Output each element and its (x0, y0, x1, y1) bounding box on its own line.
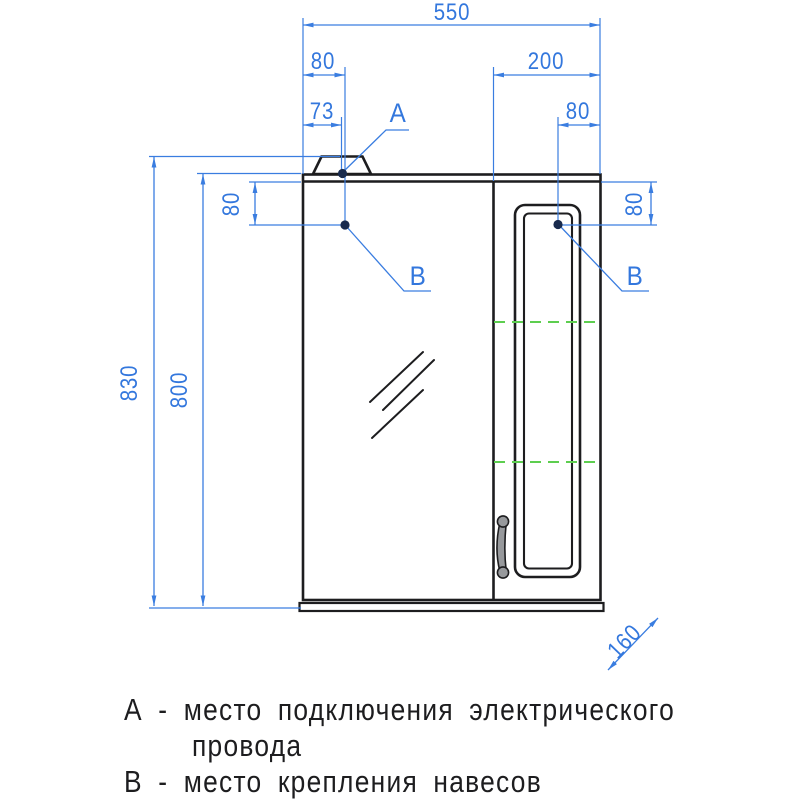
dim-text-830: 830 (116, 364, 143, 402)
point-b-left-dot (340, 220, 350, 230)
door-handle (496, 515, 510, 579)
dim-text-80-top-left: 80 (310, 48, 336, 75)
extension-lines (149, 18, 657, 609)
legend-line-b: В - место крепления навесов (124, 764, 543, 799)
legend-line-a-wrap: провода (192, 728, 303, 763)
leader-lines (342, 129, 649, 292)
callout-b-left-label: В (409, 261, 427, 291)
leader-a (342, 129, 409, 173)
legend: А - место подключения электрического про… (124, 692, 675, 800)
dim-text-800: 800 (166, 371, 193, 409)
bottom-trim (298, 601, 605, 613)
dim-line-160-depth (607, 617, 659, 671)
dim-text-80-side-right: 80 (621, 191, 648, 217)
leader-b-left (345, 225, 431, 292)
mount-point-dots (337, 168, 563, 230)
point-b-right-dot (553, 219, 563, 230)
dim-text-550: 550 (433, 0, 471, 26)
door-panel-inner (522, 212, 574, 570)
door-panel-outer (513, 203, 582, 579)
dim-text-80-top-right: 80 (565, 98, 591, 125)
cabinet-front-view (298, 155, 605, 613)
handle-knob-top (496, 515, 510, 528)
callout-a-label: А (389, 98, 407, 128)
handle-knob-bottom (496, 566, 510, 579)
dim-text-200: 200 (527, 48, 565, 75)
dim-text-73: 73 (309, 98, 335, 125)
dim-text-80-side-left: 80 (218, 191, 245, 217)
legend-line-a: А - место подключения электрического (124, 692, 676, 727)
dimension-lines (151, 22, 659, 671)
callout-b-right-label: В (626, 261, 644, 291)
mirror-shine (369, 351, 435, 439)
leader-b-right (558, 224, 649, 292)
cabinet-outline (301, 173, 602, 602)
point-a-dot (337, 168, 348, 179)
